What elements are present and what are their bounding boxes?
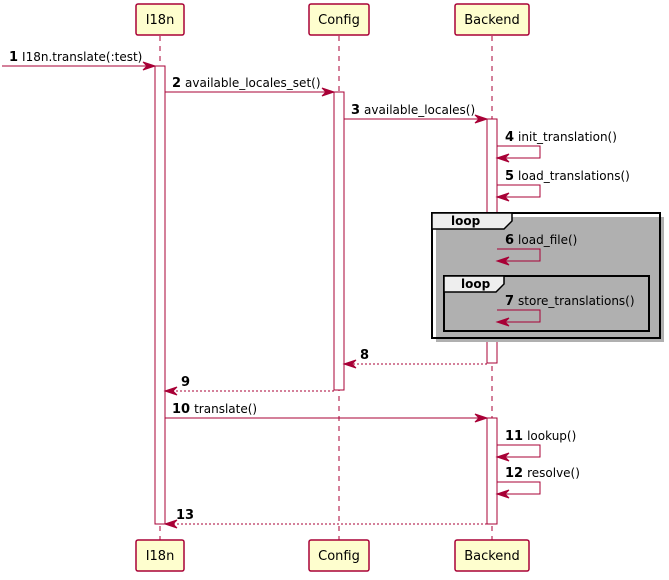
- participant-config-bottom: Config: [308, 539, 370, 572]
- participant-label: Backend: [464, 13, 520, 28]
- activation-config: [333, 91, 345, 391]
- message-number: 5: [505, 169, 514, 184]
- message-label: translate(): [194, 402, 257, 416]
- loop-label-outer: loop: [451, 214, 481, 228]
- message-12: 12 resolve(): [495, 466, 580, 499]
- message-label: load_translations(): [518, 169, 630, 183]
- message-13: 13: [163, 508, 487, 529]
- message-label: resolve(): [527, 466, 580, 480]
- message-label: available_locales(): [364, 103, 475, 117]
- message-number: 12: [505, 466, 523, 481]
- participant-label: I18n: [146, 549, 175, 564]
- message-label: load_file(): [518, 233, 577, 247]
- message-number: 9: [181, 375, 190, 390]
- message-number: 13: [176, 508, 194, 523]
- message-label: lookup(): [527, 429, 576, 443]
- message-label: available_locales_set(): [185, 76, 320, 90]
- loop-frame-inner: loop: [443, 275, 653, 335]
- activation-i18n: [154, 65, 166, 525]
- participant-config-top: Config: [308, 3, 370, 36]
- participant-backend-top: Backend: [454, 3, 530, 36]
- participant-label: I18n: [146, 13, 175, 28]
- message-label: store_translations(): [518, 294, 635, 308]
- message-6: 6 load_file(): [495, 233, 577, 266]
- message-number: 4: [505, 130, 514, 145]
- message-number: 3: [351, 103, 360, 118]
- message-number: 8: [360, 348, 369, 363]
- activation-backend-2: [486, 417, 498, 525]
- message-9: 9: [163, 375, 334, 396]
- message-label: I18n.translate(:test): [22, 50, 142, 64]
- message-1: 1 I18n.translate(:test): [2, 50, 157, 71]
- message-number: 7: [505, 294, 514, 309]
- message-number: 1: [9, 50, 18, 65]
- participant-i18n-top: I18n: [135, 3, 185, 36]
- message-10: 10 translate(): [165, 402, 489, 423]
- participant-i18n-bottom: I18n: [135, 539, 185, 572]
- message-5: 5 load_translations(): [495, 169, 630, 202]
- message-number: 2: [172, 76, 181, 91]
- message-8: 8: [342, 348, 487, 369]
- message-11: 11 lookup(): [495, 429, 576, 462]
- message-4: 4 init_translation(): [495, 130, 617, 163]
- message-7: 7 store_translations(): [495, 294, 635, 327]
- participant-label: Backend: [464, 549, 520, 564]
- loop-label-inner: loop: [461, 277, 491, 291]
- participant-label: Config: [318, 549, 360, 564]
- message-number: 11: [505, 429, 523, 444]
- message-2: 2 available_locales_set(): [165, 76, 336, 97]
- svg-text:13: 13: [176, 508, 194, 523]
- message-number: 10: [172, 402, 190, 417]
- svg-text:8: 8: [360, 348, 369, 363]
- svg-text:9: 9: [181, 375, 190, 390]
- participant-backend-bottom: Backend: [454, 539, 530, 572]
- message-label: init_translation(): [518, 130, 617, 144]
- participant-label: Config: [318, 13, 360, 28]
- message-number: 6: [505, 233, 514, 248]
- message-3: 3 available_locales(): [344, 103, 489, 124]
